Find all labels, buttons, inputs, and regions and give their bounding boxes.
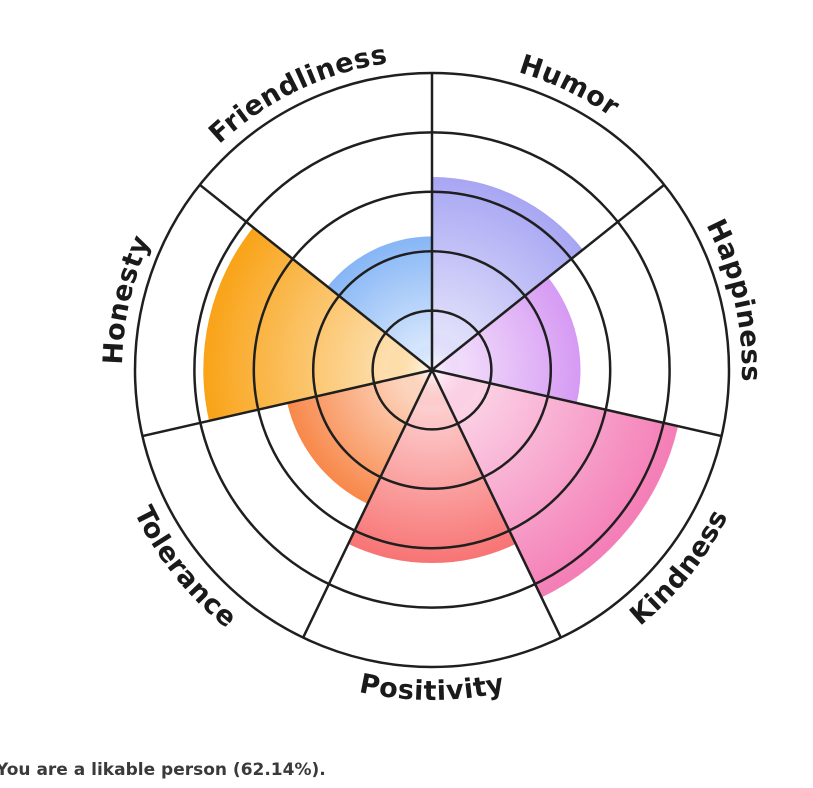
sector-humor <box>432 176 583 370</box>
grid-spoke <box>199 183 433 371</box>
sector-happiness <box>432 277 581 404</box>
axis-label-friendliness: Friendliness <box>203 39 389 149</box>
grid-spoke <box>431 368 722 438</box>
grid-spoke <box>430 369 562 639</box>
sector-honesty <box>203 227 432 421</box>
grid-spoke <box>431 183 665 371</box>
grid-spoke <box>142 368 433 438</box>
sector-kindness <box>432 370 679 598</box>
axis-label-happiness: Happiness <box>700 214 766 382</box>
grid-spoke <box>302 369 434 639</box>
result-text: You are a likable person (62.14%). <box>0 760 326 780</box>
axis-label-humor: Humor <box>516 49 625 123</box>
axis-label-positivity: Positivity <box>357 668 507 707</box>
sector-friendliness <box>327 236 432 370</box>
axis-label-tolerance: Tolerance <box>128 501 243 634</box>
axis-label-kindness: Kindness <box>624 505 734 632</box>
sector-positivity <box>348 370 516 564</box>
axis-label-honesty: Honesty <box>98 231 157 366</box>
sector-tolerance <box>287 370 432 504</box>
